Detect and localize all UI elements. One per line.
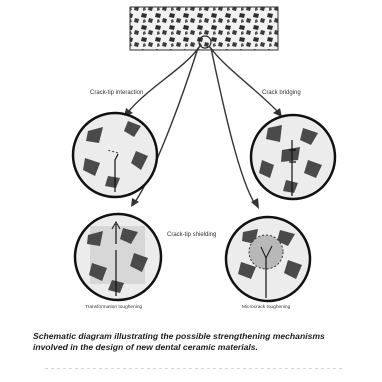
label-microcrack-toughening: Microcrack toughening — [242, 304, 291, 310]
ceramic-microstructure-bar — [130, 7, 278, 50]
connector-arrows — [128, 46, 278, 204]
caption-line-2: involved in the design of new dental cer… — [33, 342, 373, 353]
arrow-to-bridging — [209, 46, 278, 112]
label-transformation-toughening: Transformation toughening — [85, 304, 142, 310]
label-crack-tip-shielding: Crack-tip shielding — [167, 232, 216, 238]
circle-microcrack-toughening — [226, 217, 310, 301]
arrow-to-tip-interaction — [128, 46, 200, 112]
label-crack-bridging: Crack bridging — [262, 90, 301, 96]
footnote-divider — [45, 368, 345, 369]
circle-crack-tip-interaction — [73, 113, 157, 197]
figure-caption: Schematic diagram illustrating the possi… — [33, 331, 373, 353]
label-crack-tip-interaction: Crack-tip interaction — [90, 90, 143, 96]
circle-crack-bridging — [251, 115, 335, 199]
strengthening-mechanisms-diagram: Crack-tip interaction Crack bridging Cra… — [0, 0, 382, 310]
circle-transformation-toughening — [75, 214, 161, 300]
caption-line-1: Schematic diagram illustrating the possi… — [33, 331, 373, 342]
